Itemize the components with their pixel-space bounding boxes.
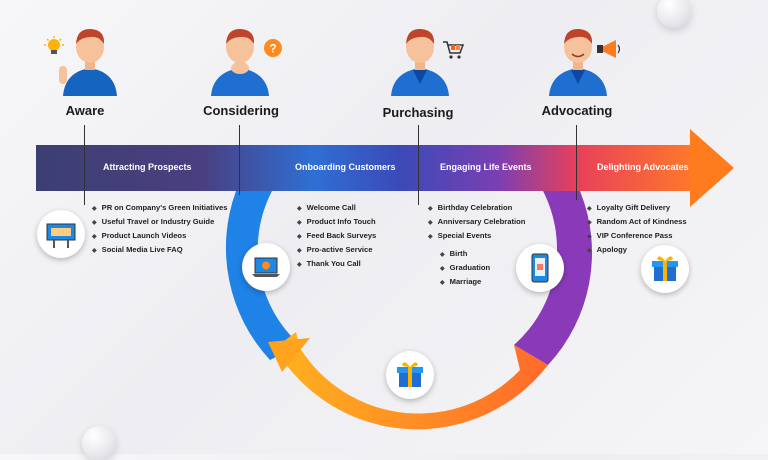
lightbulb-icon (44, 36, 64, 54)
figure-considering (211, 28, 269, 96)
stage-label-advocating: Advocating (541, 103, 613, 118)
list-item: Special Events (428, 231, 525, 240)
decorative-bubble-top (657, 0, 691, 28)
advocates-list: Loyalty Gift Delivery Random Act of Kind… (587, 203, 687, 259)
list-item: Loyalty Gift Delivery (587, 203, 687, 212)
figure-advocating (549, 28, 607, 96)
list-item: Product Info Touch (297, 217, 376, 226)
list-item: Pro-active Service (297, 245, 376, 254)
megaphone-icon (597, 40, 621, 58)
list-item: Graduation (440, 263, 491, 272)
stage-label-purchasing: Purchasing (382, 105, 454, 120)
list-item: Random Act of Kindness (587, 217, 687, 226)
connector-purchasing (418, 125, 419, 205)
list-item: Birth (440, 249, 490, 258)
list-item: Social Media Live FAQ (92, 245, 228, 254)
billboard-icon (37, 210, 85, 258)
list-item: Birthday Celebration (428, 203, 525, 212)
list-item: Thank You Call (297, 259, 376, 268)
shopping-cart-icon (443, 41, 464, 59)
list-item: Feed Back Surveys (297, 231, 377, 240)
list-item: Product Launch Videos (92, 231, 228, 240)
list-item: Useful Travel or Industry Guide (92, 217, 228, 226)
smartphone-icon (516, 244, 564, 292)
stage-label-aware: Aware (65, 103, 105, 118)
gift-box-icon (641, 245, 689, 293)
onboarding-list: Welcome Call Product Info Touch Feed Bac… (297, 203, 377, 273)
question-bubble-icon: ? (264, 39, 282, 57)
laptop-video-icon (242, 243, 290, 291)
connector-advocating (576, 125, 577, 200)
connector-aware (84, 125, 85, 205)
journey-band (36, 145, 696, 191)
stage-label-considering: Considering (203, 103, 279, 118)
band-label-attracting: Attracting Prospects (103, 162, 192, 172)
special-events-list: Birth Graduation Marriage (440, 249, 491, 291)
list-item: Anniversary Celebration (428, 217, 526, 226)
band-label-delighting: Delighting Advocates (597, 162, 689, 172)
list-item: Welcome Call (297, 203, 376, 212)
prospects-list: PR on Company's Green Initiatives Useful… (92, 203, 228, 259)
figure-aware (59, 28, 117, 96)
figure-purchasing (391, 28, 449, 96)
band-label-engaging: Engaging Life Events (440, 162, 532, 172)
band-label-onboarding: Onboarding Customers (295, 162, 396, 172)
gift-box-loop-icon (386, 351, 434, 399)
band-arrow-head (690, 129, 734, 207)
list-item: Apology (587, 245, 687, 254)
list-item: VIP Conference Pass (587, 231, 687, 240)
svg-text:?: ? (269, 42, 276, 56)
list-item: Marriage (440, 277, 490, 286)
list-item: PR on Company's Green Initiatives (92, 203, 228, 212)
connector-considering (239, 125, 240, 195)
life-events-list: Birthday Celebration Anniversary Celebra… (428, 203, 526, 245)
